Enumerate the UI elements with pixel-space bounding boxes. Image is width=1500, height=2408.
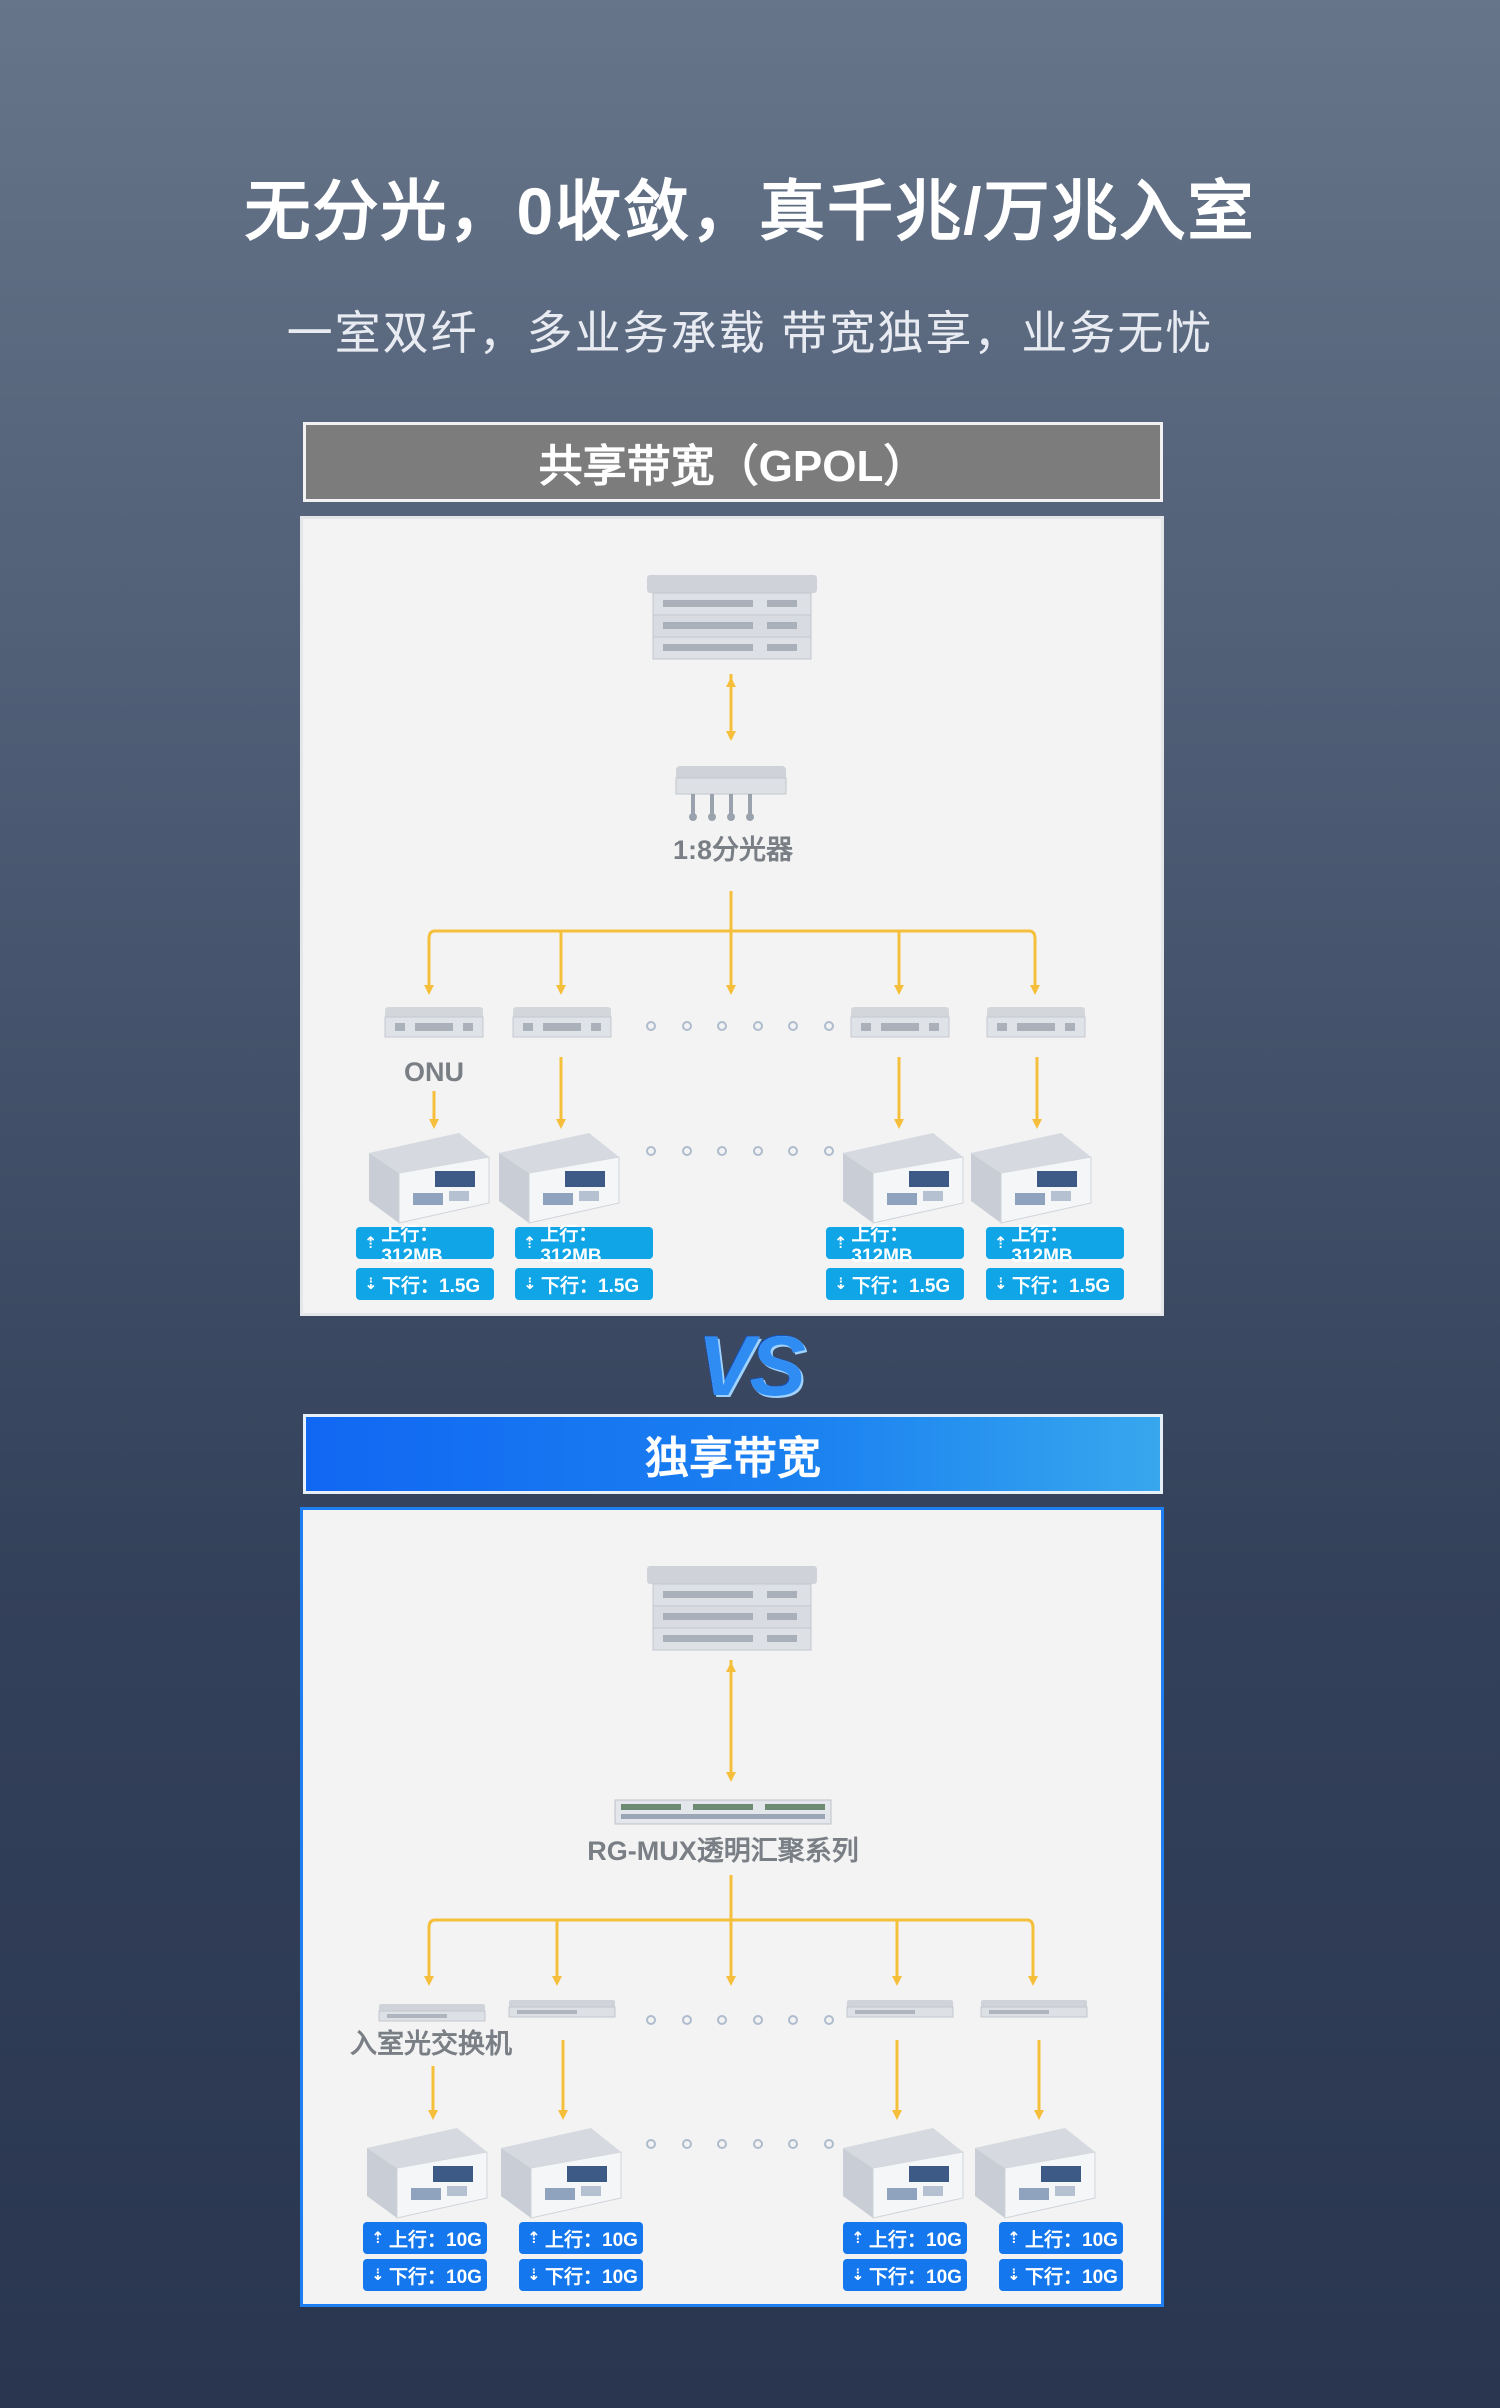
room-icon bbox=[974, 2127, 1096, 2219]
down-arrow-icon: ⇣ bbox=[371, 2267, 385, 2284]
downlink-badge: ⇣下行：1.5G bbox=[986, 1268, 1124, 1300]
ellipsis-dots bbox=[646, 1021, 834, 1031]
up-arrow-icon: ⇡ bbox=[371, 2230, 385, 2247]
uplink-badge: ⇡上行：10G bbox=[363, 2222, 487, 2254]
room-icon bbox=[368, 1132, 490, 1224]
down-arrow-icon: ⇣ bbox=[364, 1276, 378, 1293]
shared-bandwidth-panel: 1:8分光器 ONU bbox=[300, 516, 1164, 1316]
downlink-badge: ⇣下行：10G bbox=[999, 2259, 1123, 2291]
downlink-badge: ⇣下行：10G bbox=[843, 2259, 967, 2291]
mux-label: RG-MUX透明汇聚系列 bbox=[587, 1836, 859, 1866]
room-icon bbox=[970, 1132, 1092, 1224]
onu-icon bbox=[986, 1006, 1086, 1038]
room-icon bbox=[500, 2127, 622, 2219]
splitter-icon bbox=[675, 766, 787, 821]
branch-links bbox=[427, 891, 1037, 989]
room-icon bbox=[366, 2127, 488, 2219]
switch-icon bbox=[378, 2003, 486, 2022]
switch-icon bbox=[846, 1999, 954, 2018]
downlink-badge: ⇣下行：10G bbox=[519, 2259, 643, 2291]
uplink-badge: ⇡上行：312MB bbox=[826, 1224, 964, 1267]
room-icon bbox=[842, 1132, 964, 1224]
up-arrow-icon: ⇡ bbox=[851, 2230, 865, 2247]
exclusive-bandwidth-bar: 独享带宽 bbox=[303, 1414, 1163, 1494]
downlink-badge: ⇣下行：10G bbox=[363, 2259, 487, 2291]
exclusive-bandwidth-panel: RG-MUX透明汇聚系列 入室光交换机 bbox=[300, 1507, 1164, 2307]
room-icon bbox=[498, 1132, 620, 1224]
vs-label: VS bbox=[697, 1319, 806, 1413]
uplink-badge: ⇡上行：312MB bbox=[515, 1224, 653, 1267]
ellipsis-dots bbox=[646, 1146, 834, 1156]
down-arrow-icon: ⇣ bbox=[523, 1276, 537, 1293]
switch-icon bbox=[508, 1999, 616, 2018]
ellipsis-dots bbox=[646, 2015, 834, 2025]
downlink-badge: ⇣下行：1.5G bbox=[515, 1268, 653, 1300]
olt-chassis-icon bbox=[646, 574, 818, 660]
onu-icon bbox=[384, 1006, 484, 1038]
mux-icon bbox=[614, 1799, 832, 1825]
up-arrow-icon: ⇡ bbox=[527, 2230, 541, 2247]
onu-icon bbox=[850, 1006, 950, 1038]
olt-chassis-icon bbox=[646, 1565, 818, 1651]
up-arrow-icon: ⇡ bbox=[364, 1235, 378, 1252]
uplink-badge: ⇡上行：312MB bbox=[986, 1224, 1124, 1267]
up-arrow-icon: ⇡ bbox=[1007, 2230, 1021, 2247]
up-arrow-icon: ⇡ bbox=[994, 1235, 1008, 1252]
down-arrow-icon: ⇣ bbox=[851, 2267, 865, 2284]
downlink-badge: ⇣下行：1.5G bbox=[356, 1268, 494, 1300]
branch-links bbox=[427, 1875, 1035, 1980]
shared-topology-diagram: 1:8分光器 ONU bbox=[368, 574, 1092, 1224]
page-subtitle: 一室双纤，多业务承载 带宽独享，业务无忧 bbox=[286, 307, 1214, 359]
downlink-badge: ⇣下行：1.5G bbox=[826, 1268, 964, 1300]
onu-icon bbox=[512, 1006, 612, 1038]
up-arrow-icon: ⇡ bbox=[523, 1235, 537, 1252]
switch-label: 入室光交换机 bbox=[350, 2028, 512, 2059]
down-arrow-icon: ⇣ bbox=[994, 1276, 1008, 1293]
switch-icon bbox=[980, 1999, 1088, 2018]
shared-bandwidth-bar: 共享带宽（GPOL） bbox=[303, 422, 1163, 502]
uplink-badge: ⇡上行：10G bbox=[999, 2222, 1123, 2254]
uplink-badge: ⇡上行：10G bbox=[519, 2222, 643, 2254]
exclusive-topology-diagram: RG-MUX透明汇聚系列 入室光交换机 bbox=[350, 1565, 1096, 2219]
room-icon bbox=[842, 2127, 964, 2219]
down-arrow-icon: ⇣ bbox=[1007, 2267, 1021, 2284]
uplink-badge: ⇡上行：312MB bbox=[356, 1224, 494, 1267]
up-arrow-icon: ⇡ bbox=[834, 1235, 848, 1252]
ellipsis-dots bbox=[646, 2139, 834, 2149]
onu-label: ONU bbox=[404, 1057, 464, 1087]
down-arrow-icon: ⇣ bbox=[834, 1276, 848, 1293]
page-title: 无分光，0收敛，真千兆/万兆入室 bbox=[244, 174, 1256, 248]
splitter-label: 1:8分光器 bbox=[673, 835, 794, 865]
uplink-badge: ⇡上行：10G bbox=[843, 2222, 967, 2254]
down-arrow-icon: ⇣ bbox=[527, 2267, 541, 2284]
